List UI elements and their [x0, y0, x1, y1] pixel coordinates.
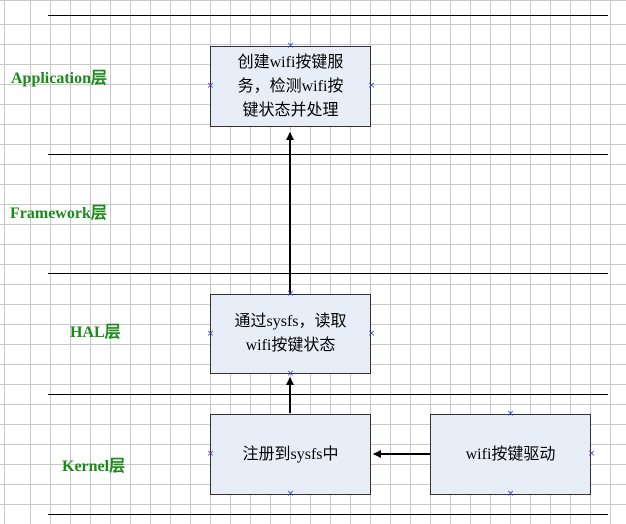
box-hal-read-sysfs[interactable]: 通过sysfs，读取 wifi按键状态: [210, 294, 371, 374]
handle-driver-top: ×: [506, 409, 515, 419]
box-app-line-3: 键状态并处理: [242, 101, 339, 119]
handle-driver-right: ×: [587, 449, 596, 459]
box-wifi-key-service[interactable]: 创建wifi按键服 务，检测wifi按 键状态并处理: [210, 46, 371, 127]
handle-driver-bottom: ×: [506, 489, 515, 499]
box-register-sysfs[interactable]: 注册到sysfs中: [210, 414, 371, 495]
layer-divider-framework-hal: [48, 273, 608, 274]
handle-hal-bottom: ×: [286, 369, 295, 379]
box-hal-line-1: 通过sysfs，读取: [234, 313, 347, 330]
handle-register-bottom: ×: [286, 489, 295, 499]
layer-divider-bottom: [48, 514, 608, 515]
handle-app-left: ×: [206, 81, 215, 91]
handle-app-right: ×: [367, 81, 376, 91]
layer-divider-hal-kernel: [48, 394, 608, 395]
layer-label-kernel: Kernel层: [62, 458, 126, 475]
box-driver-label: wifi按键驱动: [465, 445, 556, 463]
layer-divider-app-framework: [48, 154, 608, 155]
layer-divider-top: [48, 15, 608, 16]
handle-register-left: ×: [206, 449, 215, 459]
box-app-line-2: 务，检测wifi按: [237, 77, 344, 95]
handle-hal-top: ×: [286, 289, 295, 299]
layer-label-hal: HAL层: [70, 324, 121, 341]
box-wifi-key-driver[interactable]: wifi按键驱动: [430, 414, 591, 495]
box-register-label: 注册到sysfs中: [242, 445, 339, 463]
handle-hal-left: ×: [206, 329, 215, 339]
box-app-line-1: 创建wifi按键服: [237, 53, 344, 71]
box-hal-line-2: wifi按键状态: [245, 337, 336, 354]
handle-hal-right: ×: [367, 329, 376, 339]
handle-app-top: ×: [286, 41, 295, 51]
layer-label-framework: Framework层: [10, 205, 107, 222]
layer-label-application: Application层: [11, 70, 108, 87]
